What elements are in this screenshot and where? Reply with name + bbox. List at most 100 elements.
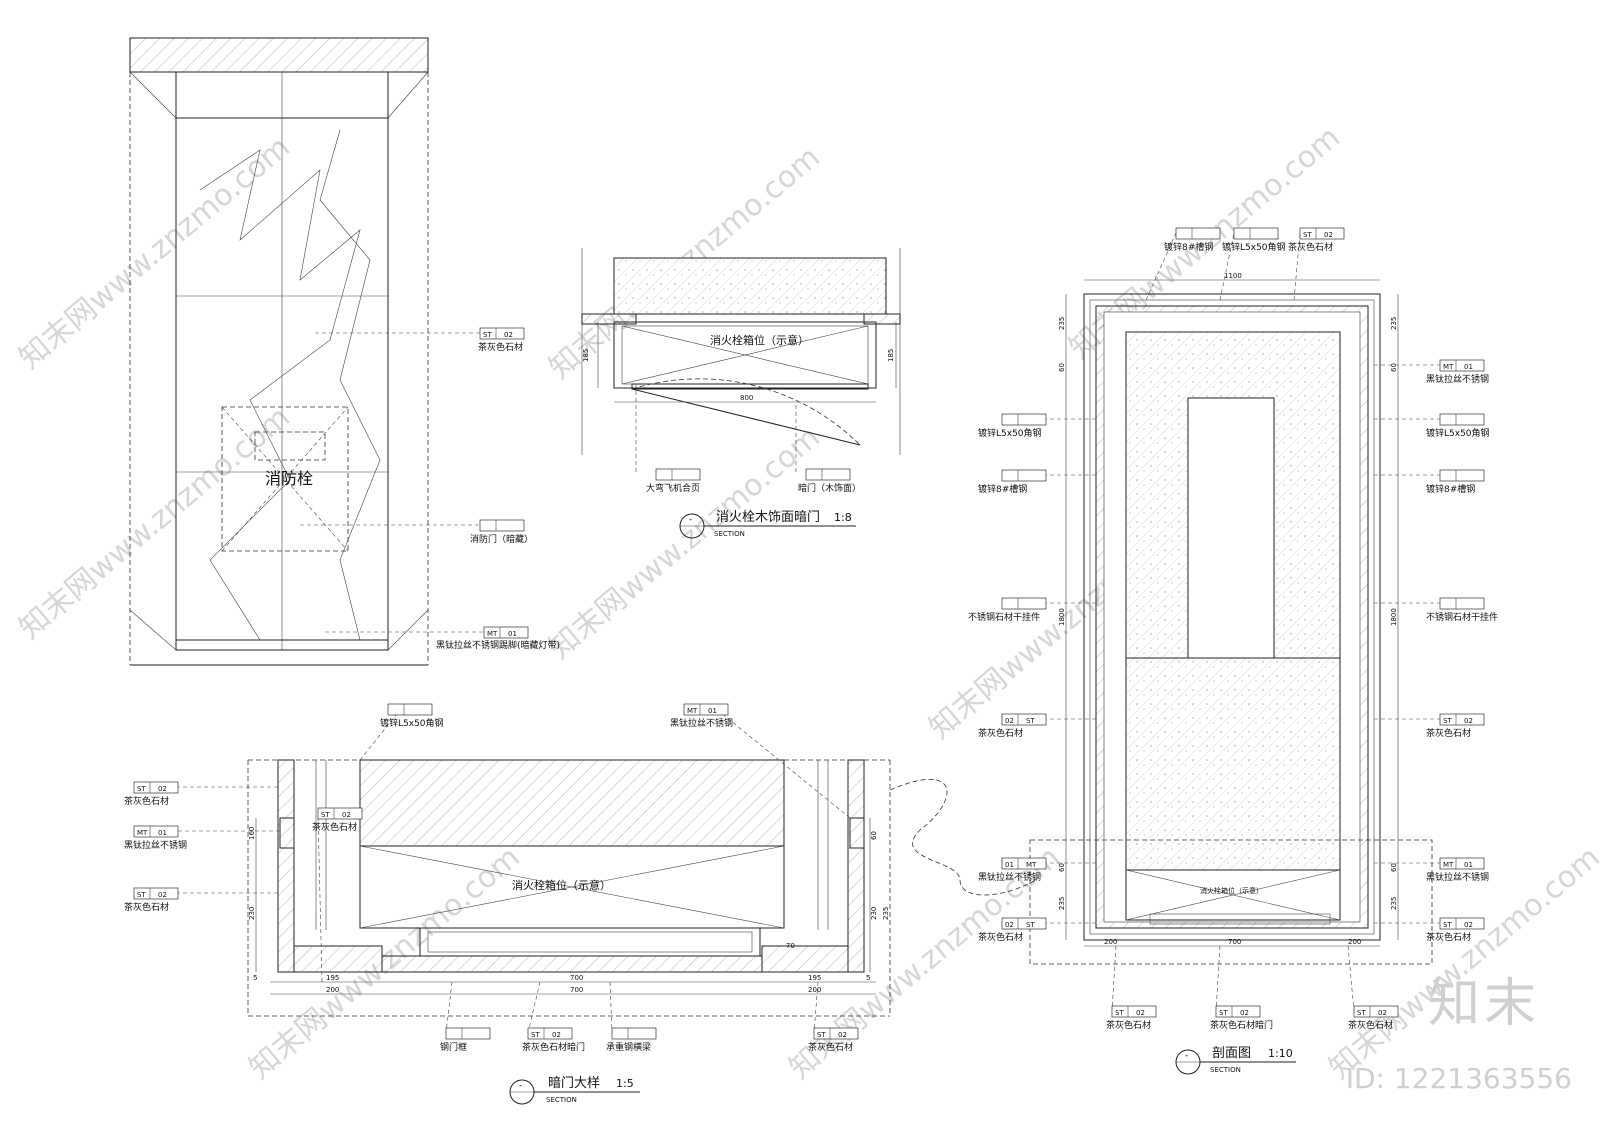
tag-label: 大弯飞机合页 (646, 482, 700, 494)
dim-235: 235 (1390, 897, 1398, 910)
tag-code: ST (137, 891, 146, 899)
dim-width: 800 (740, 394, 753, 402)
title-scale: 1:8 (834, 511, 852, 524)
tag-label: 黑钛拉丝不锈钢 (1426, 373, 1489, 385)
dim-195: 195 (808, 974, 821, 982)
tag-code: MT (1443, 861, 1454, 869)
material-tag: 镀锌8#槽钢 (978, 469, 1096, 495)
tag-label: 茶灰色石材 (1288, 241, 1333, 253)
tag-label: 黑钛拉丝不锈钢 (124, 839, 187, 851)
title-sub: SECTION (1210, 1066, 1241, 1074)
tag-label: 钢门框 (440, 1041, 467, 1053)
tag-label: 镀锌8#槽钢 (1164, 241, 1213, 253)
tag-num: 02 (1240, 1009, 1249, 1017)
tag-label: 黑钛拉丝不锈钢 (1426, 871, 1489, 883)
tag-label: 茶灰色石材 (124, 901, 169, 913)
tag-num: ST (1026, 921, 1035, 929)
dim-230: 230 (248, 907, 256, 920)
tag-num: 02 (158, 891, 167, 899)
material-tag: MT 01 黑钛拉丝不锈钢 (1374, 359, 1489, 385)
dim-1800: 1800 (1058, 608, 1066, 626)
tag-label: 不锈钢石材干挂件 (1426, 611, 1498, 623)
dim-60: 60 (1390, 363, 1398, 372)
tag-num: 02 (1464, 717, 1473, 725)
dim-195: 195 (326, 974, 339, 982)
tag-label: 镀锌L5x50角钢 (1222, 241, 1286, 253)
tag-num: 01 (1464, 861, 1473, 869)
tag-num: 01 (1464, 363, 1473, 371)
tag-code: MT (687, 707, 698, 715)
watermark-brand: 知末 (1427, 974, 1540, 1034)
tag-code: ST (321, 811, 330, 819)
tag-label: 茶灰色石材 (808, 1041, 853, 1053)
material-tag: 镀锌8#槽钢 (1374, 469, 1485, 495)
tag-code: 01 (1005, 861, 1014, 869)
tag-code: ST (531, 1031, 540, 1039)
title-scale: 1:5 (616, 1077, 634, 1090)
material-tag: 镀锌8#槽钢 (1145, 227, 1221, 301)
material-tag: ST 02 茶灰色石材 (808, 981, 859, 1053)
tag-num: 02 (552, 1031, 561, 1039)
title-sub: SECTION (714, 530, 745, 538)
tag-label: 镀锌8#槽钢 (1426, 483, 1475, 495)
tag-num: 01 (158, 829, 167, 837)
dim-200: 200 (808, 986, 821, 994)
tag-code: ST (817, 1031, 826, 1039)
tag-label: 黑钛拉丝不锈钢 (670, 717, 733, 729)
tag-num: 02 (504, 331, 513, 339)
box-label: 消火栓箱位（示意） (1200, 886, 1263, 895)
tag-num: 02 (838, 1031, 847, 1039)
material-tag: 镀锌L5x50角钢 (978, 413, 1096, 439)
tag-label: 茶灰色石材 (1426, 931, 1471, 943)
material-tag: 不锈钢石材干挂件 (1374, 597, 1498, 623)
tag-label: 镀锌L5x50角钢 (1426, 427, 1490, 439)
title-symbol: - (519, 1081, 522, 1091)
title-symbol: - (689, 515, 692, 525)
dim-1800: 1800 (1390, 608, 1398, 626)
dim-5: 5 (253, 974, 257, 982)
tag-code: MT (1443, 363, 1454, 371)
tag-label: 暗门（木饰面） (798, 482, 861, 494)
section-wood-door: 消火栓箱位（示意） 800 185 185 大弯飞机合页 暗门（木饰面） - 消… (581, 248, 901, 539)
tag-code: 02 (1005, 717, 1014, 725)
tag-num: 01 (708, 707, 717, 715)
dim-235: 235 (1058, 317, 1066, 330)
title-sub: SECTION (546, 1096, 577, 1104)
tag-label: 黑钛拉丝不锈钢踢脚(暗藏灯带) (436, 639, 560, 651)
tag-code: ST (137, 785, 146, 793)
dim-60: 60 (1390, 863, 1398, 872)
tag-label: 茶灰色石材 (1426, 727, 1471, 739)
tag-num: 02 (1324, 231, 1333, 239)
dim-top: 1100 (1224, 272, 1242, 280)
dim-200: 200 (1348, 938, 1361, 946)
dim-700: 700 (1228, 938, 1241, 946)
elevation-view: 消防栓 ST 02 茶灰色石材 消防门（暗藏） MT 01 黑钛拉丝不锈钢踢脚(… (129, 37, 560, 666)
dim-235: 235 (1058, 897, 1066, 910)
material-tag: MT 01 黑钛拉丝不锈钢 (1374, 857, 1489, 883)
material-tag: 钢门框 (440, 981, 491, 1053)
dim-235: 235 (882, 907, 890, 920)
material-tag: 镀锌L5x50角钢 (1219, 227, 1286, 301)
tag-label: 茶灰色石材 (312, 821, 357, 833)
dim-60: 60 (870, 831, 878, 840)
title-name: 消火栓木饰面暗门 (716, 510, 820, 525)
title-name: 剖面图 (1212, 1046, 1251, 1061)
tag-label: 镀锌L5x50角钢 (978, 427, 1042, 439)
title-scale: 1:10 (1268, 1047, 1293, 1060)
tag-label: 茶灰色石材 (1106, 1019, 1151, 1031)
watermark-text: 知末网www.znzmo.com (543, 420, 827, 666)
tag-label: 茶灰色石材 (1348, 1019, 1393, 1031)
detail-hidden-door: 消火栓箱位（示意） 195 200 700 700 195 200 5 5 70… (124, 703, 1037, 1105)
tag-label: 茶灰色石材暗门 (1210, 1019, 1273, 1031)
